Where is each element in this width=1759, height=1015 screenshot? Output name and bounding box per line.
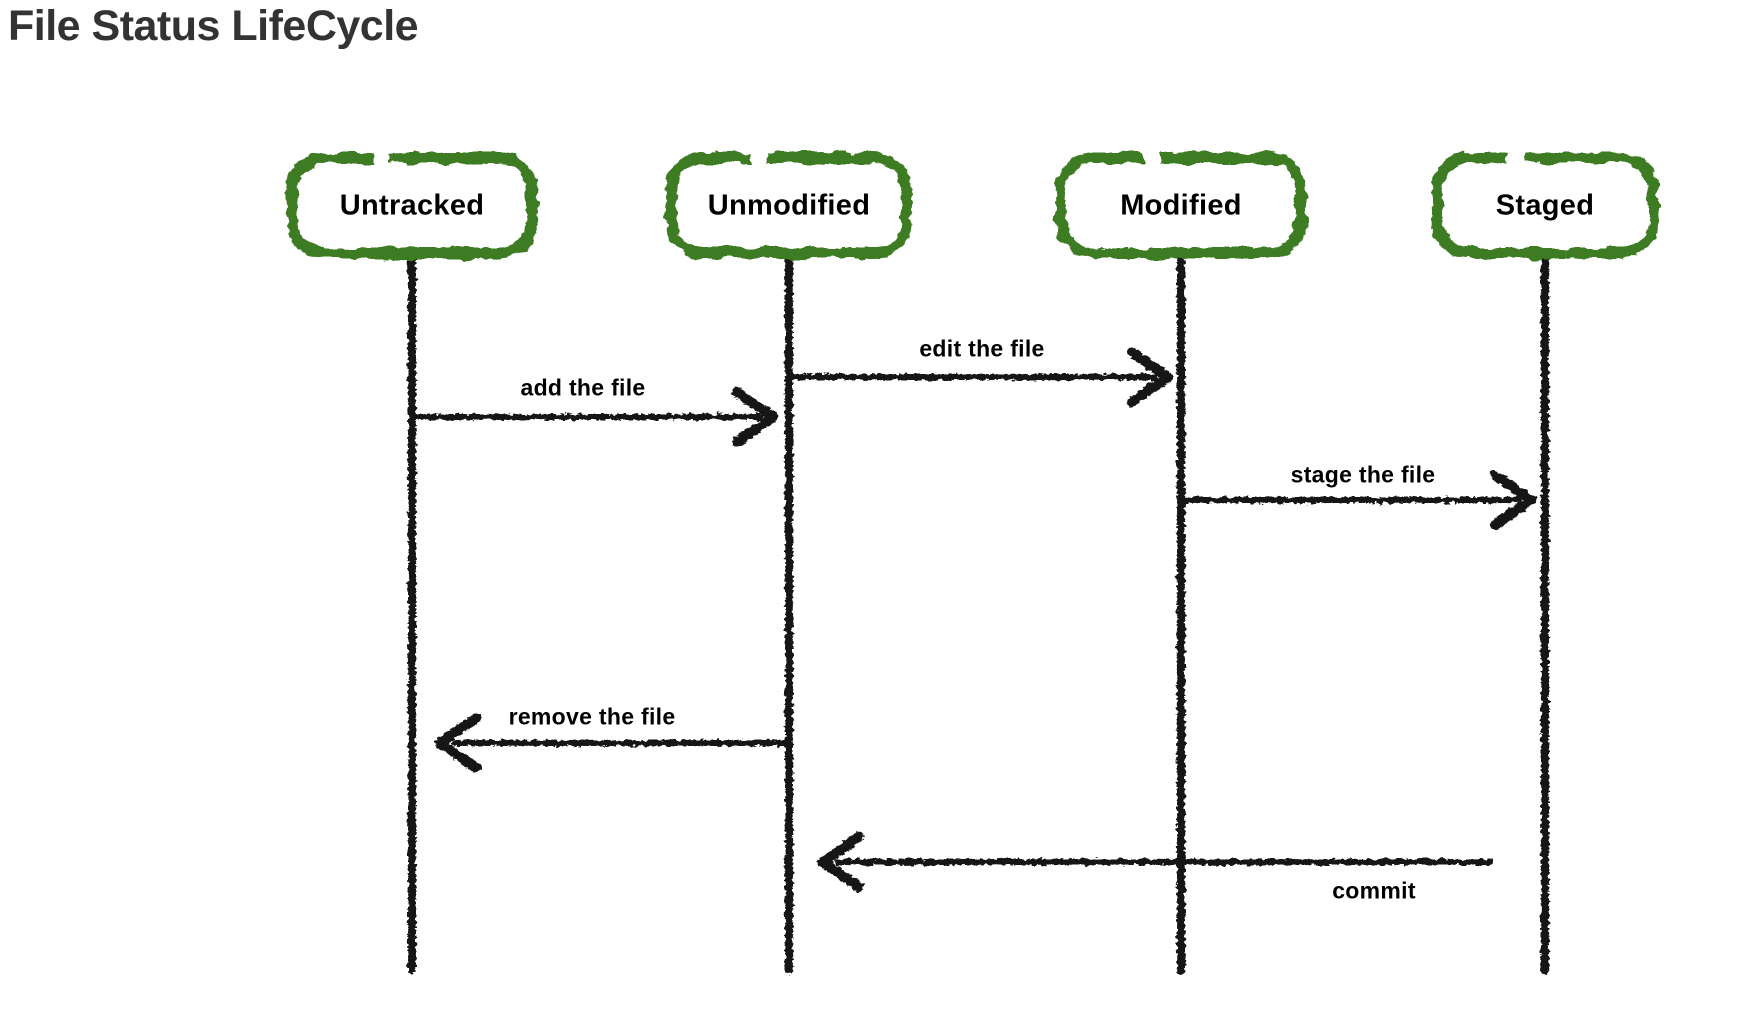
actor-box-stroke-gap-modified [1143, 149, 1160, 167]
message-arrowhead-stage-the-file [1490, 470, 1536, 530]
message-arrowhead-commit [818, 832, 864, 892]
actor-box-staged [1431, 149, 1659, 259]
message-arrowhead-edit-the-file [1127, 347, 1173, 407]
message-arrowhead-add-the-file [732, 387, 778, 447]
actor-box-untracked [286, 149, 538, 259]
page-title: File Status LifeCycle [8, 2, 419, 50]
lifelines-layer [408, 247, 1549, 974]
actor-box-stroke-gap-untracked [374, 149, 391, 167]
actor-box-rect-modified [1055, 152, 1307, 259]
actor-box-stroke-gap-unmodified [751, 149, 768, 167]
messages-layer [412, 347, 1536, 892]
actor-box-modified [1055, 149, 1307, 259]
actor-box-unmodified [665, 149, 913, 259]
actor-box-rect-untracked [286, 152, 538, 259]
actors-layer [286, 149, 1659, 259]
actor-box-stroke-gap-staged [1507, 149, 1524, 167]
message-arrowhead-remove-the-file [435, 713, 481, 773]
actor-box-rect-staged [1431, 152, 1659, 259]
actor-box-rect-unmodified [665, 152, 913, 259]
